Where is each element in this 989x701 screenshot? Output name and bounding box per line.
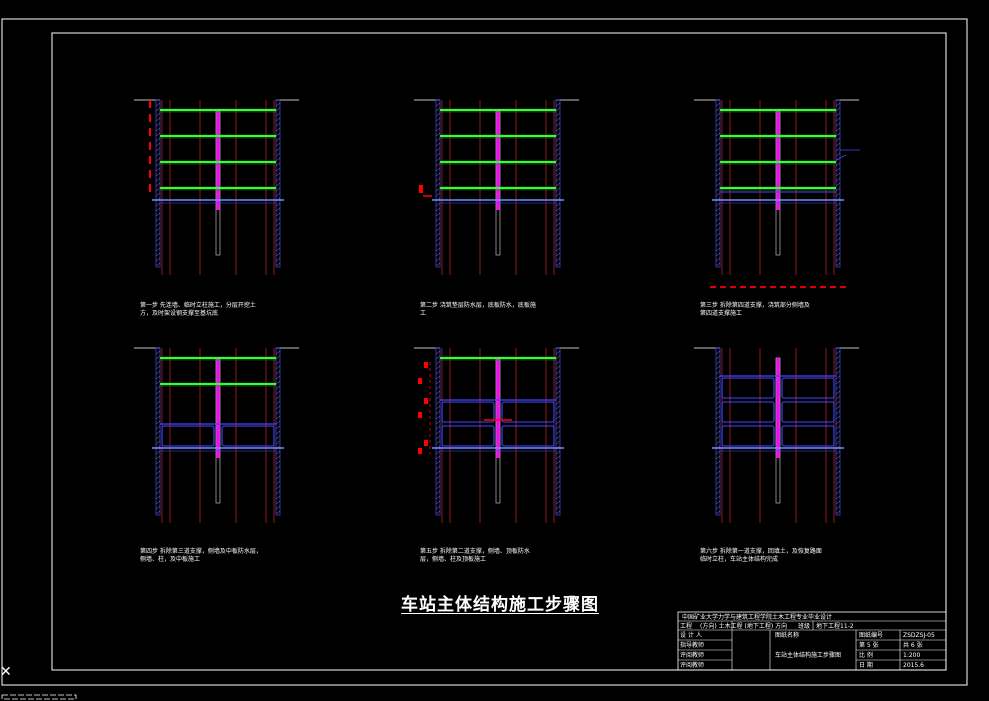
tb-instructor: 指导教师 [680,642,705,649]
step-caption-4: 第四步 拆除第三道支撑，侧墙及中板防水层， 侧墙、柱，及中板施工 [140,548,262,563]
step-caption-1: 第一步 先连墙、临时立柱施工，分层开挖土 方，及时架设钢支撑至基坑底 [140,302,256,317]
tb-school: 中国矿业大学力学与建筑工程学院土木工程专业毕业设计 [682,614,833,621]
step-panel-6 [694,347,859,523]
tb-sheet: 第 5 张 [859,642,879,649]
tb-drawing-no-label: 图纸编号 [859,632,884,639]
step-panel-4 [134,347,299,523]
tb-project-value: (方向) 土木工程 (地下工程) 方向 [700,623,788,630]
tb-designer: 设 计 人 [680,632,702,639]
step-caption-3: 第三步 拆除第四道支撑，浇筑部分侧墙及 第四道支撑施工 [700,302,810,317]
tb-project-label: 工程 [680,623,693,630]
tb-reviewer-1: 评阅教师 [680,652,705,659]
step-panel-5 [414,347,579,523]
command-line-stub[interactable] [0,692,80,701]
ucs-icon: ✕ [0,664,12,680]
step-panel-3 [694,99,860,288]
step-caption-6: 第六步 拆除第一道支撑，回填土，及恢复路面 临时立柱，车站主体结构完成 [700,548,822,563]
tb-reviewer-2: 评阅教师 [680,662,705,669]
tb-drawing-name-label: 图纸名称 [775,632,800,639]
tb-total: 共 6 张 [903,642,923,649]
tb-scale: 1:200 [903,652,921,659]
tb-drawing-name: 车站主体结构施工步骤图 [775,652,842,659]
step-caption-2: 第二步 浇筑垫层防水层，底板防水，底板施 工 [420,302,536,317]
tb-class-value: 地下工程11-2 [816,623,854,630]
tb-date: 2015.6 [903,662,924,669]
tb-drawing-no: ZSDZSJ-05 [903,632,935,639]
drawing-title: 车站主体结构施工步骤图 [401,595,599,615]
tb-scale-label: 比 例 [859,652,873,659]
outer-frame [1,18,968,686]
tb-date-label: 日 期 [859,662,873,669]
tb-class-label: 班级 [798,623,811,630]
step-caption-5: 第五步 拆除第二道支撑，侧墙、顶板防水 层，侧墙、柱及顶板施工 [420,548,530,563]
step-panel-1 [134,99,299,275]
inner-frame [51,32,947,671]
construction-step-panels [134,99,860,523]
step-panel-2 [414,99,579,275]
